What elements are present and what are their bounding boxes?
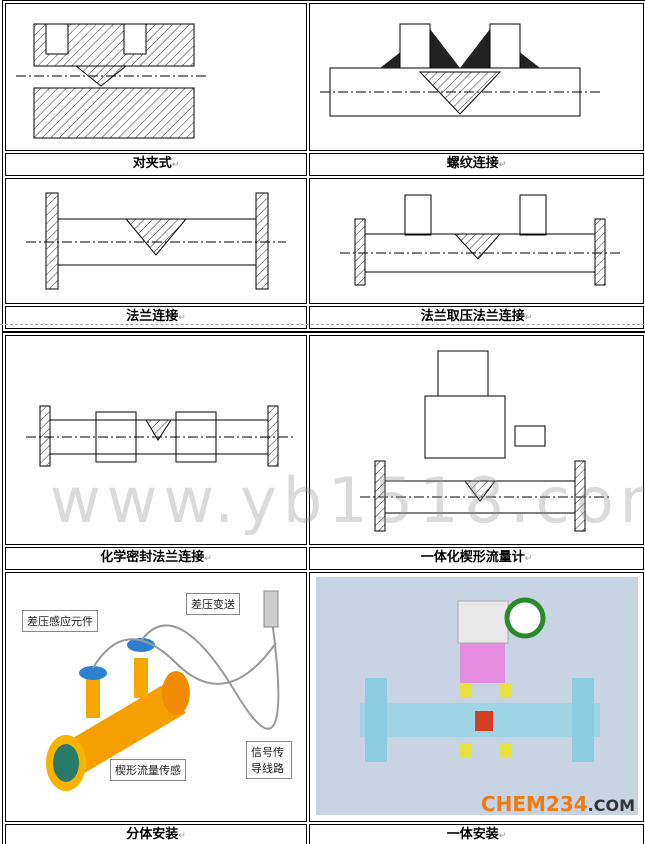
flange-tap-drawing xyxy=(309,178,644,304)
label-dp-transmitter: 差压变送 xyxy=(186,593,240,615)
watermark: www.yb1518.com xyxy=(50,464,645,537)
paragraph-mark: ↵ xyxy=(498,160,507,170)
paragraph-mark: ↵ xyxy=(524,554,533,564)
caption-wafer: 对夹式↵ xyxy=(5,153,307,176)
connection-types-table-1: 对夹式↵ 螺纹连接↵ 法兰连接↵ 法兰取压法兰连接↵ xyxy=(2,0,645,332)
chemical-seal-drawing xyxy=(5,335,307,545)
caption-text: 法兰连接 xyxy=(126,309,179,324)
threaded-drawing-svg xyxy=(320,23,600,117)
section-divider xyxy=(0,324,645,325)
logo-suffix: .COM xyxy=(587,796,635,815)
logo-main: CHEM234 xyxy=(480,792,588,816)
wafer-drawing xyxy=(16,23,206,139)
integrated-meter-drawing xyxy=(309,335,644,545)
wafer-type-drawing xyxy=(5,3,307,151)
flanged-drawing xyxy=(5,178,307,304)
integrated-svg xyxy=(360,350,610,532)
split-install-svg xyxy=(46,590,280,791)
caption-integrated-install: 一体安装↵ xyxy=(309,824,644,844)
caption-text: 一体化楔形流量计 xyxy=(420,550,525,565)
caption-split-install: 分体安装↵ xyxy=(5,824,307,844)
site-logo: CHEM234.COM xyxy=(481,792,635,818)
connection-types-table-2: 化学密封法兰连接↵ 一体化楔形流量计↵ 差压感应元件 差压变送 楔形流量传感 信… xyxy=(2,332,645,844)
paragraph-mark: ↵ xyxy=(178,831,186,841)
caption-chemical-seal: 化学密封法兰连接↵ xyxy=(5,547,307,570)
caption-flanged: 法兰连接↵ xyxy=(5,306,307,329)
label-wedge-sensor: 楔形流量传感 xyxy=(110,759,186,781)
caption-text: 化学密封法兰连接 xyxy=(100,550,205,565)
paragraph-mark: ↵ xyxy=(498,831,507,841)
split-install-image: 差压感应元件 差压变送 楔形流量传感 信号传导线路 xyxy=(5,572,307,822)
caption-text: 一体安装 xyxy=(446,827,499,842)
caption-text: 分体安装 xyxy=(126,827,179,842)
caption-flange-tap: 法兰取压法兰连接↵ xyxy=(309,306,644,329)
integrated-install-svg xyxy=(316,577,638,815)
label-sensor-element: 差压感应元件 xyxy=(22,610,98,632)
paragraph-mark: ↵ xyxy=(204,554,212,564)
caption-text: 对夹式 xyxy=(132,156,172,171)
label-signal-line: 信号传导线路 xyxy=(246,741,292,779)
flanged-svg xyxy=(26,192,286,290)
threaded-drawing xyxy=(309,3,644,151)
paragraph-mark: ↵ xyxy=(524,313,533,323)
paragraph-mark: ↵ xyxy=(178,313,186,323)
caption-text: 法兰取压法兰连接 xyxy=(420,309,525,324)
caption-text: 螺纹连接 xyxy=(446,156,499,171)
caption-integrated: 一体化楔形流量计↵ xyxy=(309,547,644,570)
flange-tap-svg xyxy=(340,194,620,286)
caption-threaded: 螺纹连接↵ xyxy=(309,153,644,176)
chemical-seal-svg xyxy=(26,405,296,467)
paragraph-mark: ↵ xyxy=(171,160,180,170)
integrated-install-image xyxy=(309,572,644,822)
